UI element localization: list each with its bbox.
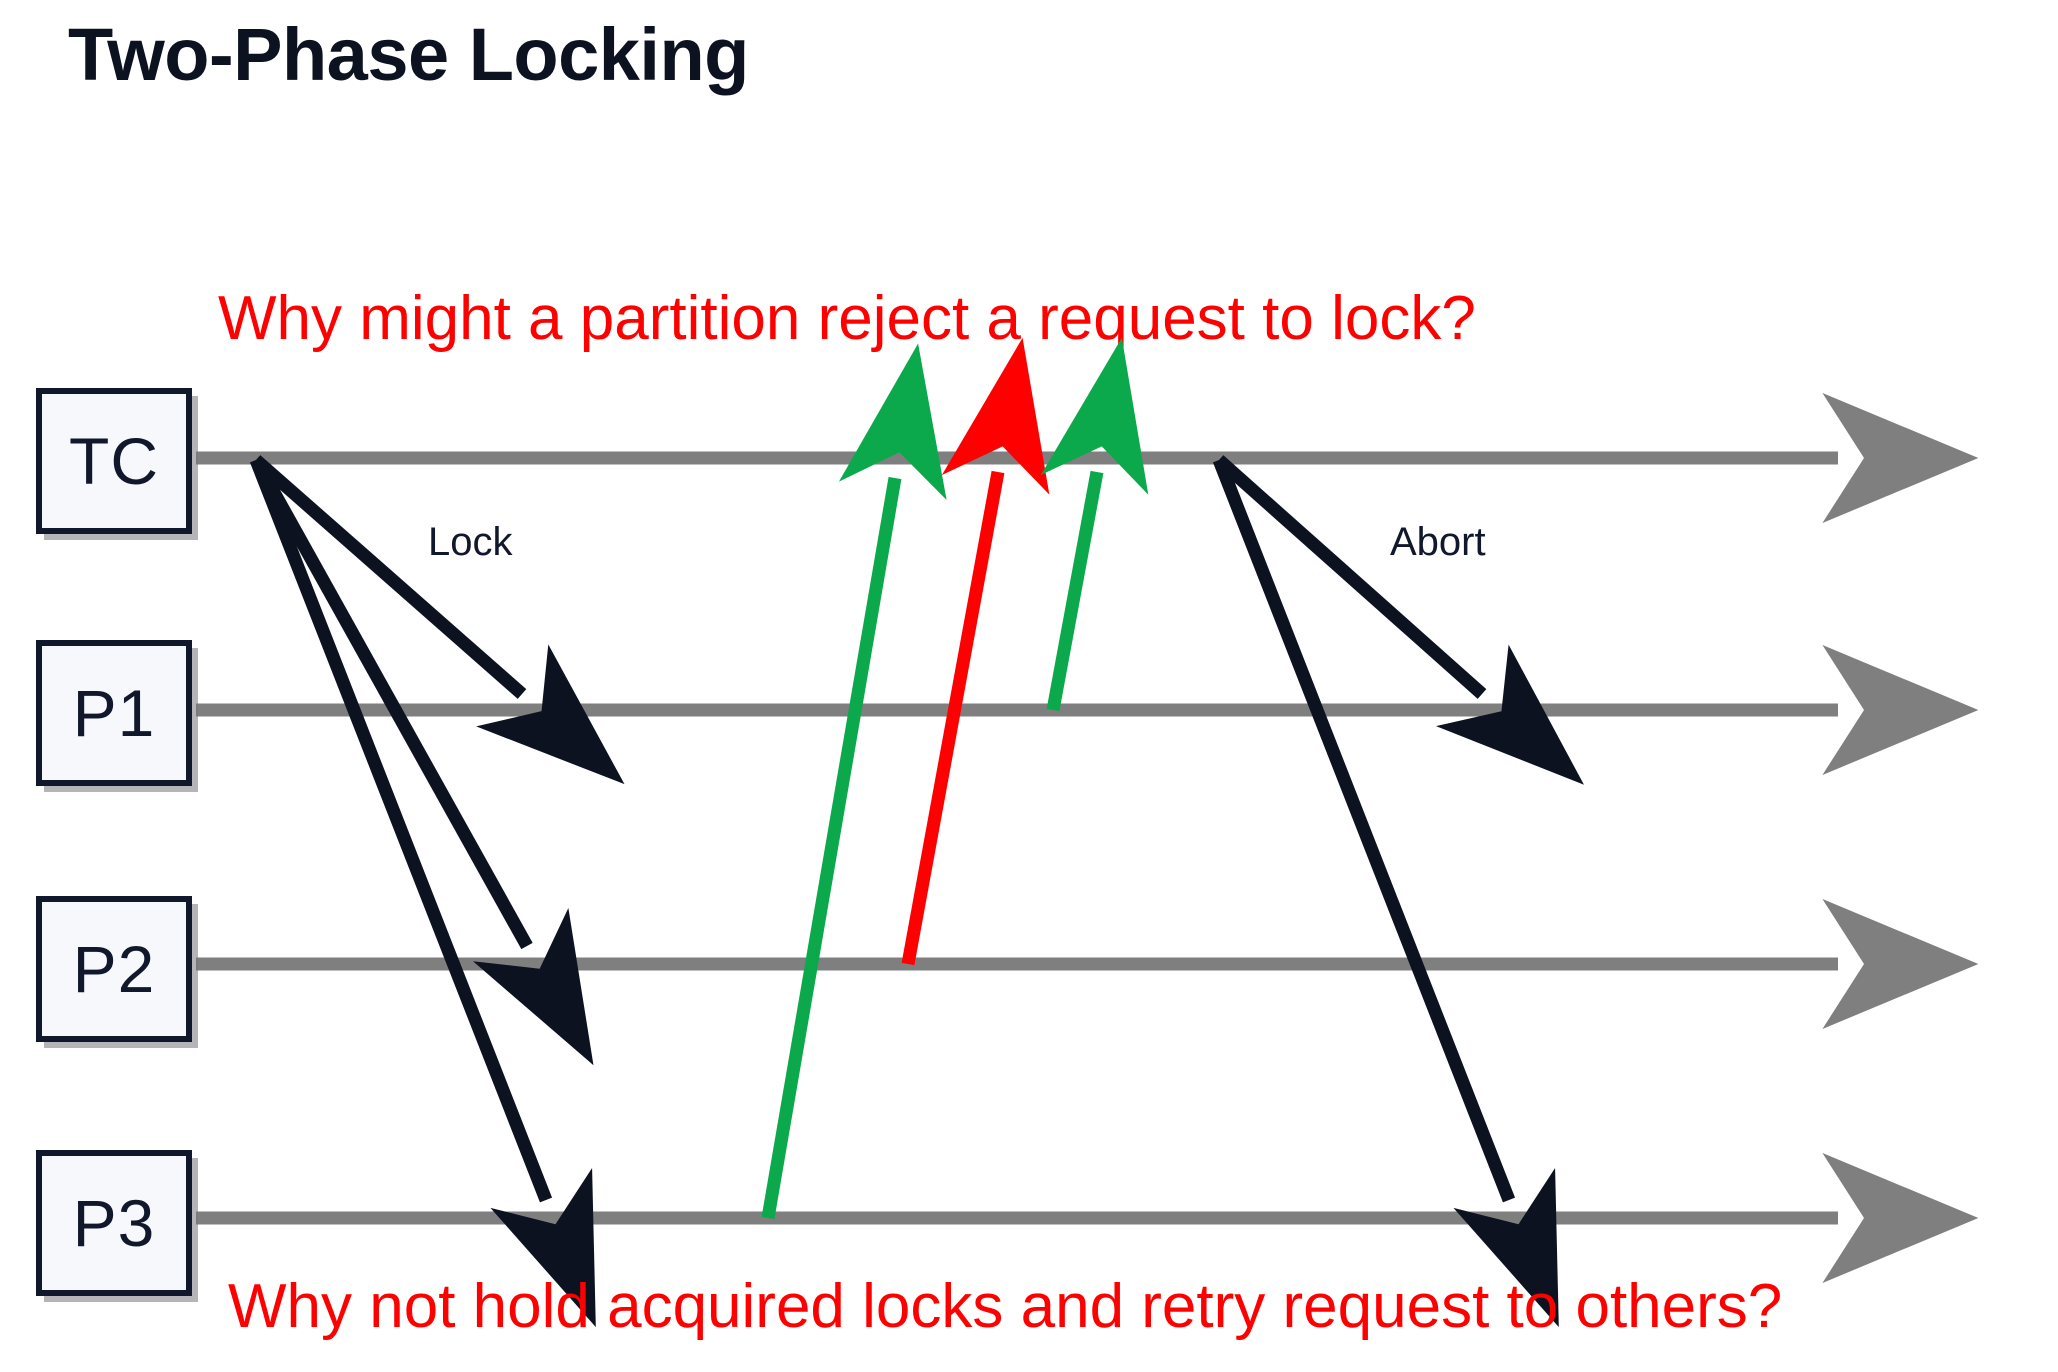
arrow-reject-p2-tc [901,337,1050,966]
lock-arrows-group [249,455,625,1328]
question-top-text: Why might a partition reject a request t… [218,284,1476,353]
abort-arrows-group [1212,455,1584,1328]
node-label-p3: P3 [72,1186,156,1260]
question-bottom-text: Why not hold acquired locks and retry re… [228,1272,1783,1341]
message-label-abort: Abort [1390,520,1486,564]
node-box-p2[interactable]: P2 [36,896,192,1042]
node-box-tc[interactable]: TC [36,388,192,534]
arrow-ok-p3-tc [761,343,947,1220]
message-label-lock: Lock [428,520,513,564]
node-label-p2: P2 [72,932,156,1006]
node-label-tc: TC [69,424,159,498]
arrow-ok-p1-tc [1040,337,1149,712]
arrow-lock-tc-p1 [251,455,625,785]
node-box-p1[interactable]: P1 [36,640,192,786]
node-label-p1: P1 [72,676,156,750]
page-title: Two-Phase Locking [68,13,749,96]
arrow-lock-tc-p2 [250,456,594,1066]
arrow-abort-tc-p1 [1214,455,1584,785]
reply-arrows-group [761,337,1149,1220]
arrow-lock-tc-p3 [249,457,596,1328]
arrow-abort-tc-p3 [1212,457,1559,1328]
lifelines-group [196,393,1979,1283]
node-box-p3[interactable]: P3 [36,1150,192,1296]
